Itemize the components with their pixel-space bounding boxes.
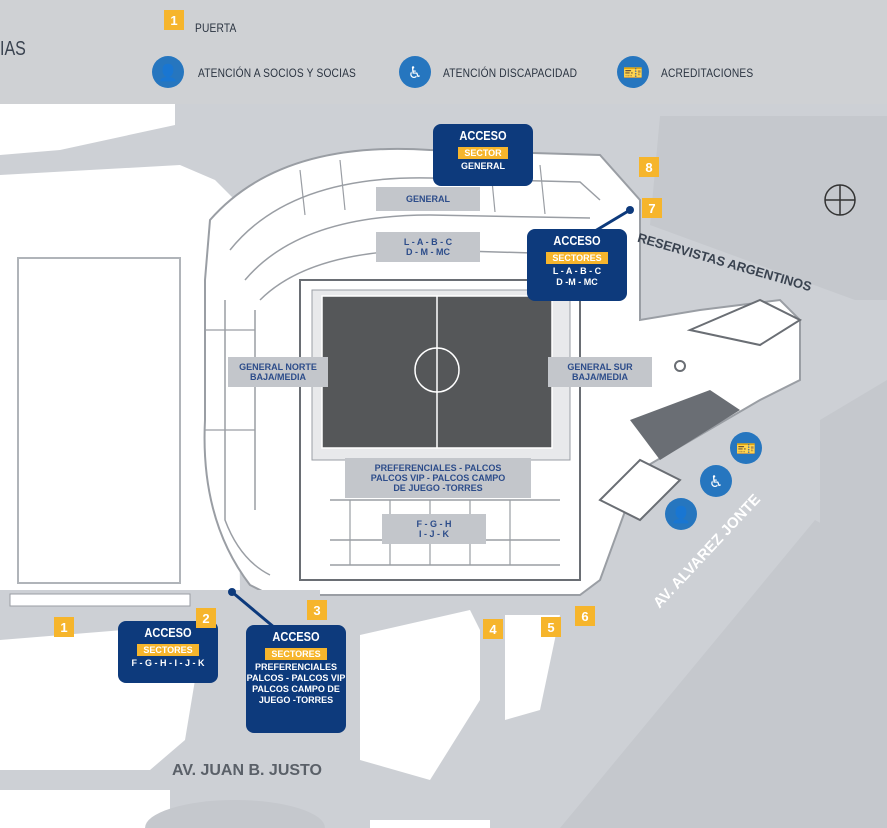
legend-accreditation-label: ACREDITACIONES (661, 66, 754, 80)
zone-north-line1: GENERAL NORTE (239, 362, 317, 372)
gate-3: 3 (307, 600, 327, 620)
gate-4: 4 (483, 619, 503, 639)
gate-1-number: 1 (60, 619, 68, 635)
zone-north: GENERAL NORTE BAJA/MEDIA (228, 357, 328, 387)
access-box-upper: ACCESO SECTORES L - A - B - C D -M - MC (527, 229, 627, 301)
zone-north-line2: BAJA/MEDIA (249, 372, 306, 382)
gate-4-number: 4 (489, 621, 497, 637)
accreditation-icon: 🎫 (730, 432, 762, 464)
zone-upper: L - A - B - C D - M - MC (376, 232, 480, 262)
roundabout (145, 800, 325, 828)
access-box-lower: ACCESO SECTORES F - G - H - I - J - K (118, 621, 218, 683)
annex-building (630, 390, 740, 460)
gate-5-number: 5 (547, 619, 555, 635)
accreditation-icon: 🎫 (617, 56, 649, 88)
access-box-detail: F - G - H - I - J - K (131, 658, 205, 668)
access-box-preferenciales: ACCESO SECTORES PREFERENCIALES PALCOS - … (246, 625, 346, 733)
gate-8-number: 8 (645, 159, 653, 175)
zone-upper-line1: L - A - B - C (403, 237, 453, 247)
gate-2: 2 (196, 608, 216, 628)
block-south (360, 610, 480, 780)
block-northeast (650, 116, 887, 300)
access-box-sector-tag: SECTORES (265, 648, 327, 660)
zone-general: GENERAL (376, 187, 480, 211)
zone-lower-line1: F - G - H (416, 519, 452, 529)
access-box-sector-tag: SECTORES (546, 252, 608, 264)
gate-6: 6 (575, 606, 595, 626)
block-bottom-left (0, 790, 170, 828)
gate-5: 5 (541, 617, 561, 637)
gate-1: 1 (54, 617, 74, 637)
access-box-detail-2: PALCOS - PALCOS VIP (246, 673, 346, 683)
street-justo: AV. JUAN B. JUSTO (172, 762, 322, 779)
legend-members-label: ATENCIÓN A SOCIOS Y SOCIAS (198, 66, 357, 80)
zone-pref-line2: PALCOS VIP - PALCOS CAMPO (370, 473, 506, 483)
gate-7: 7 (642, 198, 662, 218)
members-service-icon: 👤 (665, 498, 697, 530)
disability-service-icon: ♿ (700, 465, 732, 497)
access-box-detail-3: PALCOS CAMPO DE (252, 684, 340, 694)
zone-south-line1: GENERAL SUR (567, 362, 633, 372)
zone-general-label: GENERAL (405, 194, 450, 204)
access-box-title: ACCESO (144, 625, 192, 640)
legend-disability-label: ATENCIÓN DISCAPACIDAD (443, 66, 578, 80)
disability-service-icon: ♿ (399, 56, 431, 88)
compass-icon (824, 184, 856, 216)
gate-6-number: 6 (581, 608, 589, 624)
access-box-title: ACCESO (459, 128, 507, 143)
gate-3-number: 3 (313, 602, 321, 618)
access-box-detail: GENERAL (460, 161, 505, 171)
zone-south-line2: BAJA/MEDIA (571, 372, 628, 382)
block-southeast (560, 520, 887, 828)
access-box-detail-1: L - A - B - C (552, 266, 602, 276)
access-box-detail-1: PREFERENCIALES (254, 662, 337, 672)
zone-pref-line1: PREFERENCIALES - PALCOS (374, 463, 502, 473)
legend-gate-label: PUERTA (195, 21, 237, 35)
zone-south: GENERAL SUR BAJA/MEDIA (548, 357, 652, 387)
zone-lower: F - G - H I - J - K (382, 514, 486, 544)
access-box-sector-tag: SECTOR (458, 147, 508, 159)
parking-area (17, 257, 181, 584)
members-service-icon: 👤 (152, 56, 184, 88)
gate-2-number: 2 (202, 610, 210, 626)
block-topleft (0, 104, 175, 155)
access-box-detail-4: JUEGO -TORRES (258, 695, 334, 705)
legend-gate-number: 1 (170, 12, 178, 28)
zone-pref-line3: DE JUEGO -TORRES (393, 483, 483, 493)
zone-upper-line2: D - M - MC (406, 247, 450, 257)
legend-title: IAS (0, 38, 26, 60)
access-box-title: ACCESO (553, 233, 601, 248)
legend-bar: IAS 1 PUERTA 👤 ATENCIÓN A SOCIOS Y SOCIA… (0, 0, 887, 104)
access-box-title: ACCESO (272, 629, 320, 644)
access-box-detail-2: D -M - MC (556, 277, 598, 287)
zone-lower-line2: I - J - K (418, 529, 449, 539)
access-box-general: ACCESO SECTOR GENERAL (433, 124, 533, 186)
gate-7-number: 7 (648, 200, 656, 216)
legend-gate-icon: 1 (164, 10, 184, 30)
block-south2 (505, 615, 560, 720)
zone-preferenciales: PREFERENCIALES - PALCOS PALCOS VIP - PAL… (345, 458, 531, 498)
gate-8: 8 (639, 157, 659, 177)
access-box-sector-tag: SECTORES (137, 644, 199, 656)
